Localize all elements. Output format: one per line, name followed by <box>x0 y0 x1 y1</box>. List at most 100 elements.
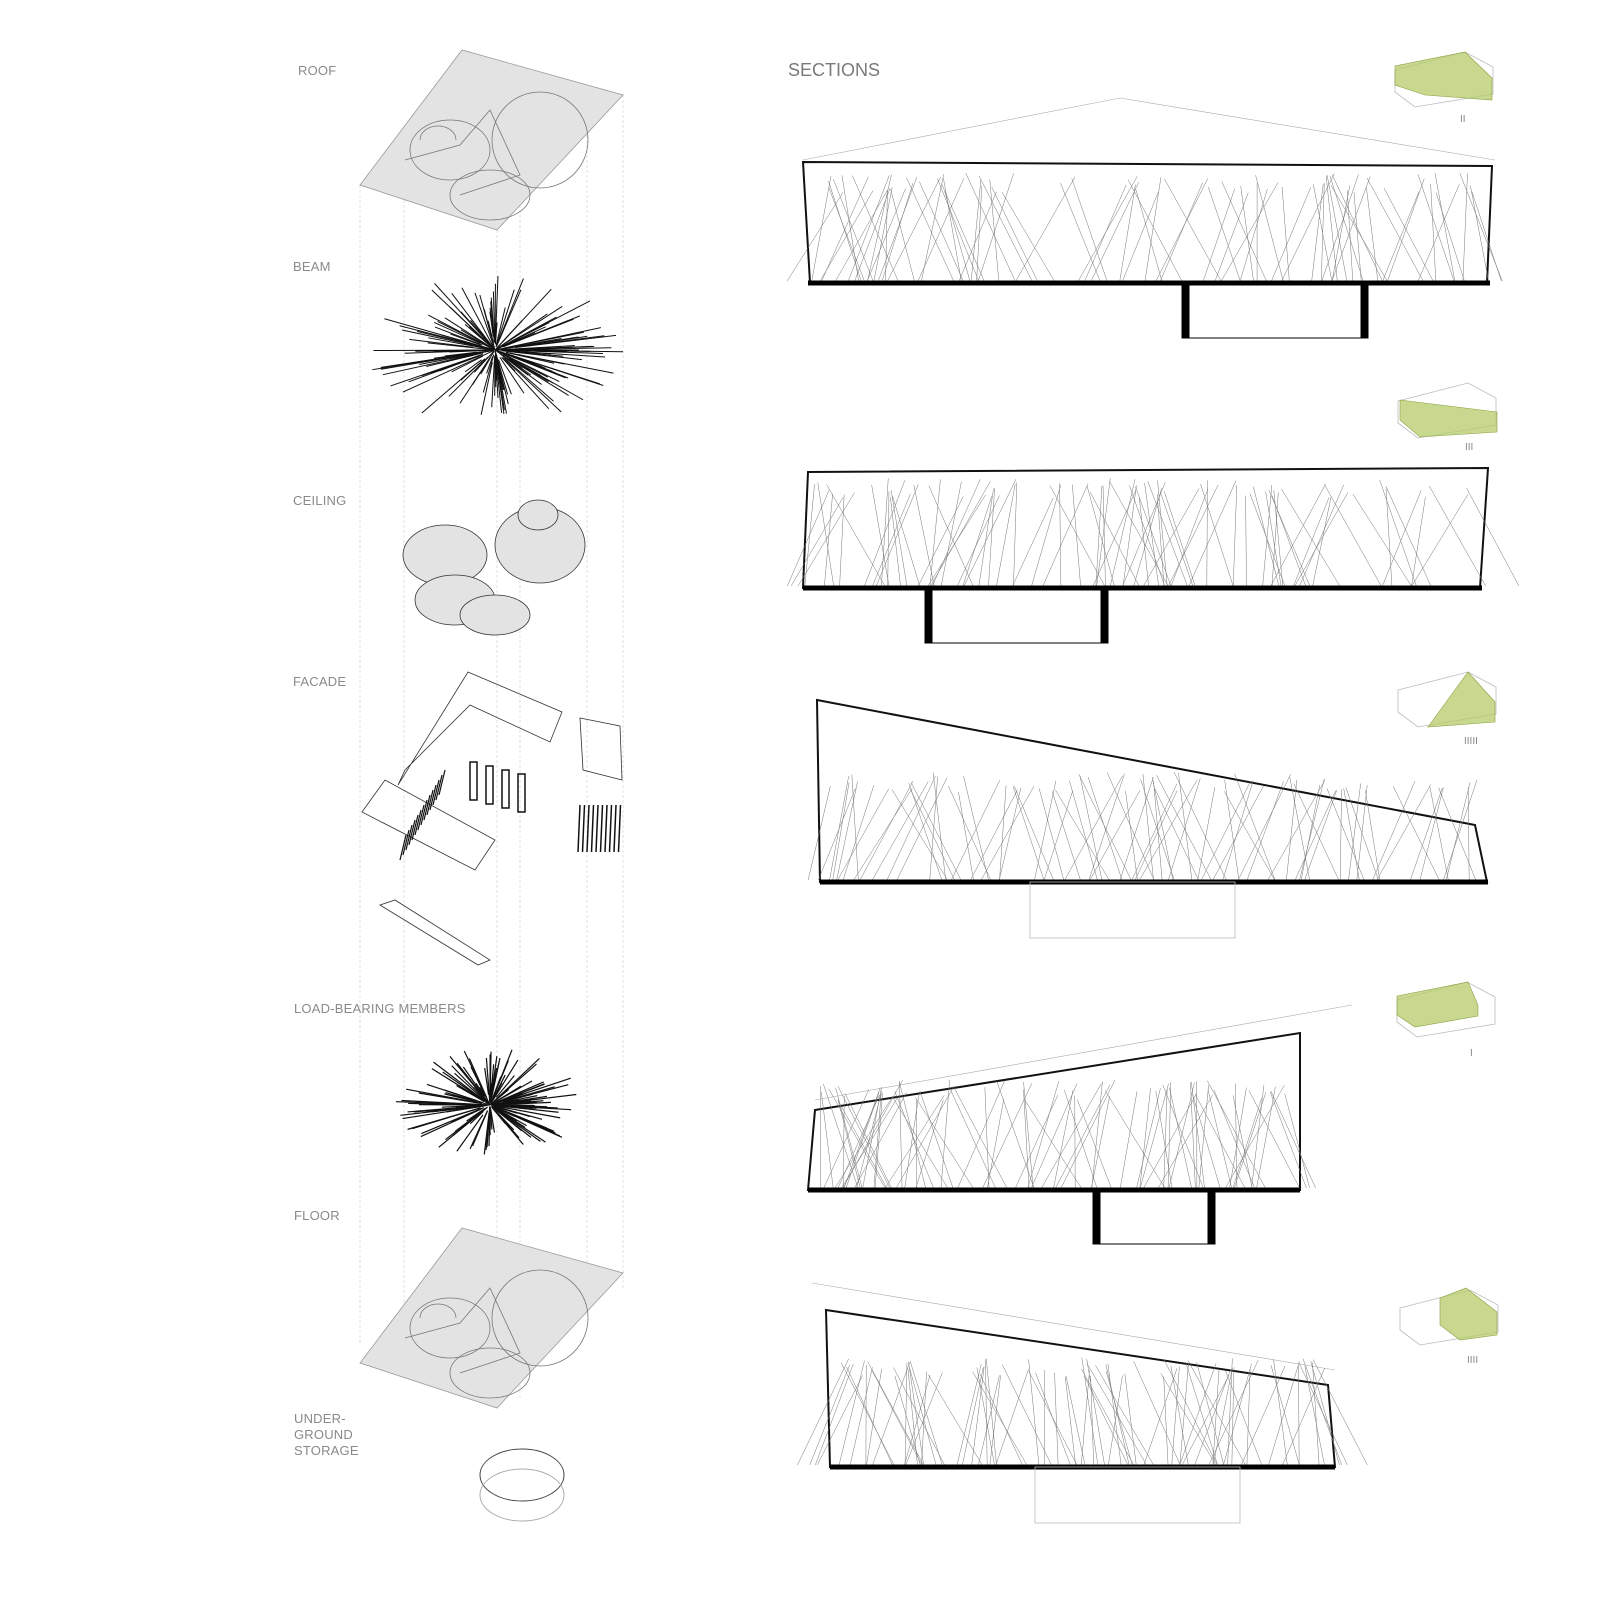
structure-line <box>919 1090 954 1189</box>
structure-line <box>1232 1095 1253 1189</box>
structure-line <box>1331 185 1351 282</box>
beam-layer-member <box>461 287 495 350</box>
beam-layer-member <box>430 355 479 374</box>
structure-line <box>1122 191 1159 282</box>
structure-line <box>978 175 1033 282</box>
structure-line <box>1055 789 1110 881</box>
structure-line <box>1224 779 1240 881</box>
beam-layer-member <box>495 359 503 413</box>
structure-line <box>811 175 832 282</box>
roof-circle-outline <box>449 1347 531 1399</box>
layer-label-ceiling: CEILING <box>293 493 347 508</box>
load-bearing-layer-member <box>473 1086 484 1097</box>
basement-outline <box>924 587 1109 644</box>
beam-layer-member <box>428 314 495 350</box>
beam-layer-member <box>409 338 473 348</box>
structure-line <box>1035 1372 1071 1466</box>
load-bearing-layer-member <box>433 1061 490 1105</box>
structure-line <box>1366 177 1424 282</box>
load-bearing-layer-member <box>502 1083 545 1101</box>
structure-line <box>1122 485 1137 587</box>
facade-fin <box>485 765 494 805</box>
structure-line <box>958 191 997 282</box>
structure-line <box>1095 485 1103 587</box>
structure-line <box>1417 184 1460 282</box>
structure-line <box>1321 183 1325 282</box>
structure-line <box>963 776 989 881</box>
structure-line <box>951 779 1001 881</box>
beam-layer-member <box>486 356 494 374</box>
structure-line <box>826 484 886 587</box>
structure-line <box>1234 1092 1267 1189</box>
load-bearing-layer-member <box>456 1062 484 1097</box>
structure-line <box>1086 1363 1147 1466</box>
structure-line <box>854 1092 907 1189</box>
structure-line <box>932 772 946 881</box>
load-bearing-layer-member <box>492 1105 515 1117</box>
beam-layer-member <box>503 354 542 377</box>
structure-line <box>1411 494 1469 587</box>
structure-line <box>1192 1094 1221 1189</box>
structure-line <box>1273 490 1284 587</box>
load-bearing-layer-member <box>492 1076 502 1099</box>
structure-line <box>1232 1097 1262 1189</box>
load-bearing-layer-member <box>466 1107 486 1122</box>
structure-line <box>1212 1368 1220 1466</box>
structure-line <box>1089 790 1141 881</box>
structure-line <box>1012 786 1045 881</box>
structure-line <box>818 788 856 881</box>
layer-label-load-bearing-members: LOAD-BEARING MEMBERS <box>294 1001 466 1016</box>
beam-layer-member <box>502 357 562 413</box>
structure-line <box>1013 482 1018 587</box>
storage-cylinder-top <box>479 1448 565 1502</box>
beam-layer-member <box>434 326 483 346</box>
structure-line <box>866 1368 882 1466</box>
structure-line <box>1163 490 1196 587</box>
section-key-ii <box>1394 51 1494 108</box>
structure-line <box>1081 1357 1099 1466</box>
structure-line <box>1365 790 1381 881</box>
structure-line <box>1273 1359 1288 1466</box>
structure-line <box>1090 491 1140 587</box>
basement-outline <box>1092 1189 1216 1245</box>
structure-line <box>1078 176 1138 282</box>
facade-fin <box>423 794 431 821</box>
structure-line <box>1293 783 1339 881</box>
structure-line <box>1203 188 1236 282</box>
structure-line <box>921 174 945 282</box>
structure-line <box>1164 1359 1218 1466</box>
layer-label-floor: FLOOR <box>294 1208 340 1223</box>
facade-fin <box>420 799 428 826</box>
structure-line <box>1265 491 1282 587</box>
structure-line <box>987 1098 1005 1189</box>
section-key-label: II <box>1460 114 1466 125</box>
structure-line <box>1214 192 1249 282</box>
facade-fin <box>586 804 590 853</box>
structure-line <box>1129 485 1165 587</box>
structure-line <box>1348 783 1361 881</box>
structure-line <box>1271 492 1279 587</box>
structure-line <box>892 1096 948 1189</box>
structure-line <box>859 780 914 881</box>
structure-line <box>1134 790 1178 881</box>
load-bearing-layer-member <box>444 1089 477 1102</box>
structure-line <box>1086 1359 1105 1466</box>
structure-line <box>1300 784 1321 881</box>
structure-line <box>1164 178 1222 282</box>
structure-line <box>1064 775 1123 881</box>
structure-line <box>1023 1081 1034 1189</box>
structure-line <box>982 1083 1033 1189</box>
structure-line <box>842 1080 903 1189</box>
structure-line <box>1086 486 1115 587</box>
load-bearing-layer-member <box>469 1110 484 1125</box>
load-bearing-layer-member <box>488 1115 491 1147</box>
structure-line <box>1352 493 1412 587</box>
structure-line <box>915 1097 974 1189</box>
structure-line <box>1015 176 1076 282</box>
key-section-plane <box>1439 1287 1498 1341</box>
structure-line <box>904 1375 931 1466</box>
structure-line <box>1385 488 1393 587</box>
structure-line <box>1139 1083 1169 1189</box>
structure-line <box>957 1080 1005 1189</box>
structure-line <box>1119 777 1154 881</box>
